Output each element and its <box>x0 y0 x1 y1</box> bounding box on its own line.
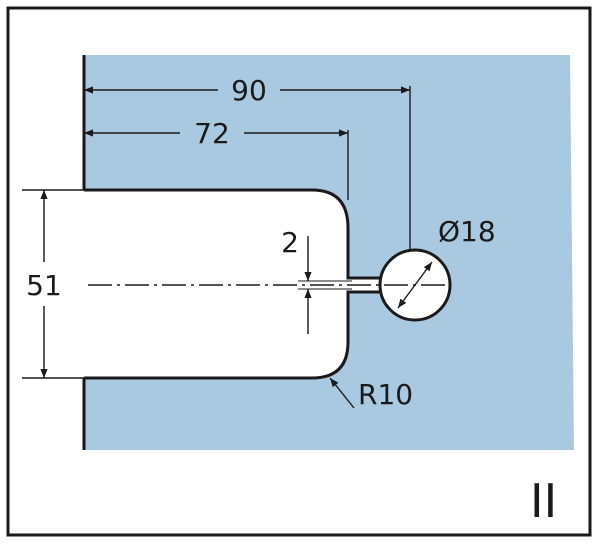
dimension-2-label: 2 <box>281 226 299 259</box>
cutout-outline <box>84 188 388 380</box>
radius-leader <box>329 377 355 409</box>
dimension-90-label: 90 <box>231 74 267 107</box>
diameter-line <box>397 261 433 309</box>
diameter-18-label: Ø18 <box>438 215 496 248</box>
dimension-51-label: 51 <box>26 269 62 302</box>
variant-label: II <box>530 474 557 528</box>
dimension-72-label: 72 <box>194 117 230 150</box>
radius-10-label: R10 <box>358 378 413 411</box>
glass-panel <box>84 55 574 450</box>
